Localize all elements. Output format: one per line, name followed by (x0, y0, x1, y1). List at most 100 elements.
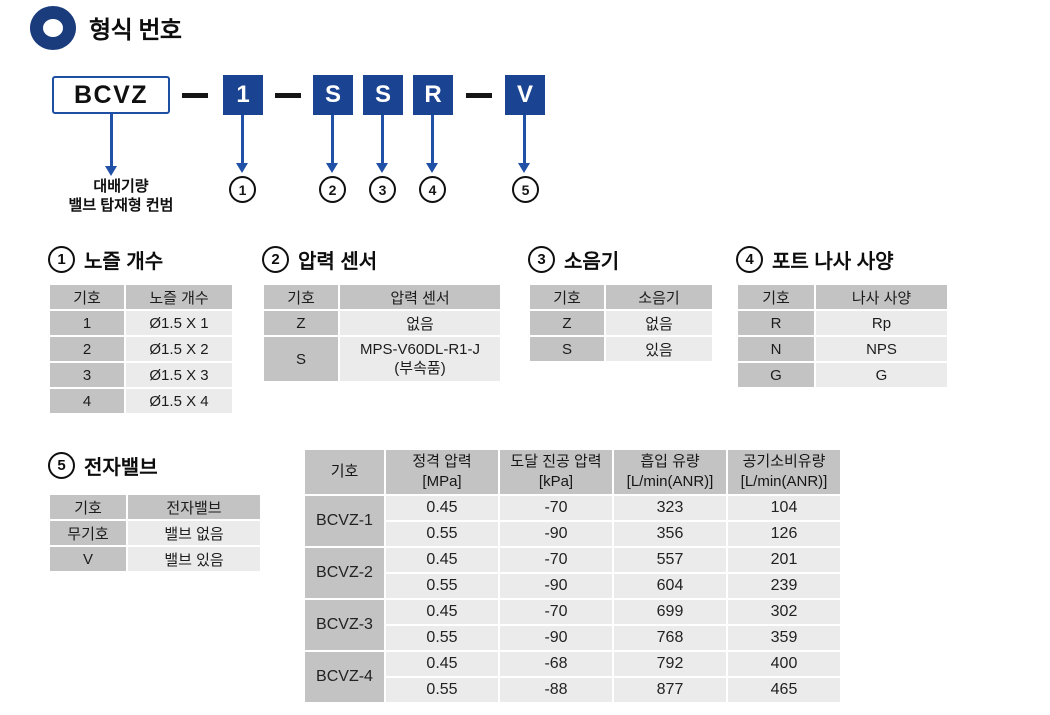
nozzle-count-table: 기호 노즐 개수 1 Ø1.5 X 1 2 Ø1.5 X 2 3 Ø1.5 X … (48, 283, 234, 415)
dash-separator (466, 93, 492, 98)
section-pressure-sensor: 2 압력 센서 기호 압력 센서 Z 없음 S MPS-V60DL-R1-J (… (262, 245, 502, 383)
page-title: 형식 번호 (89, 17, 182, 44)
arrow-down-icon (105, 166, 117, 176)
table-row: 무기호 밸브 없음 (50, 521, 260, 545)
value-cell: 0.45 (386, 652, 498, 676)
model-segment-3: S (363, 75, 403, 115)
column-header: 정격 압력 [MPa] (386, 450, 498, 494)
table-row: 0.55 -90 356 126 (305, 522, 840, 546)
symbol-cell: S (264, 337, 338, 381)
silencer-table: 기호 소음기 Z 없음 S 있음 (528, 283, 714, 363)
value-cell: 877 (614, 678, 726, 702)
table-row: 3 Ø1.5 X 3 (50, 363, 232, 387)
value-cell: 0.55 (386, 626, 498, 650)
section-solenoid-valve: 5 전자밸브 기호 전자밸브 무기호 밸브 없음 V 밸브 있음 (48, 451, 262, 573)
column-header: 노즐 개수 (126, 285, 232, 309)
column-header: 도달 진공 압력 [kPa] (500, 450, 612, 494)
callout-4: 4 (419, 176, 446, 203)
value-cell: -70 (500, 600, 612, 624)
callout-5: 5 (512, 176, 539, 203)
value-cell: Ø1.5 X 2 (126, 337, 232, 361)
ring-icon (30, 6, 76, 50)
table-row: V 밸브 있음 (50, 547, 260, 571)
value-cell: 있음 (606, 337, 712, 361)
base-caption: 대배기량 밸브 탑재형 컨범 (68, 178, 174, 214)
table-row: 4 Ø1.5 X 4 (50, 389, 232, 413)
symbol-cell: N (738, 337, 814, 361)
symbol-cell: 2 (50, 337, 124, 361)
arrow-down-icon (518, 163, 530, 173)
value-cell: 557 (614, 548, 726, 572)
dash-separator (182, 93, 208, 98)
value-cell: 699 (614, 600, 726, 624)
value-cell: 0.45 (386, 548, 498, 572)
solenoid-valve-table: 기호 전자밸브 무기호 밸브 없음 V 밸브 있음 (48, 493, 262, 573)
value-cell: NPS (816, 337, 947, 361)
circled-number-icon: 1 (48, 246, 75, 273)
column-header: 기호 (530, 285, 604, 309)
table-row: Z 없음 (264, 311, 500, 335)
value-cell: 없음 (340, 311, 500, 335)
circled-number-icon: 5 (48, 452, 75, 479)
table-row: 1 Ø1.5 X 1 (50, 311, 232, 335)
symbol-cell: 3 (50, 363, 124, 387)
value-cell: 없음 (606, 311, 712, 335)
table-row: S 있음 (530, 337, 712, 361)
section-port-thread: 4 포트 나사 사양 기호 나사 사양 R Rp N NPS G G (736, 245, 949, 389)
circled-number-icon: 4 (736, 246, 763, 273)
section-title: 4 포트 나사 사양 (736, 245, 949, 274)
section-silencer: 3 소음기 기호 소음기 Z 없음 S 있음 (528, 245, 714, 363)
value-cell: -70 (500, 548, 612, 572)
value-cell: Ø1.5 X 3 (126, 363, 232, 387)
column-header: 공기소비유량 [L/min(ANR)] (728, 450, 840, 494)
arrow-line (241, 115, 244, 163)
value-cell: 359 (728, 626, 840, 650)
value-cell: Rp (816, 311, 947, 335)
value-cell: Ø1.5 X 1 (126, 311, 232, 335)
column-header: 기호 (305, 450, 384, 494)
value-cell: 0.55 (386, 678, 498, 702)
symbol-cell: Z (264, 311, 338, 335)
model-base-box: BCVZ (52, 76, 170, 114)
value-cell: 302 (728, 600, 840, 624)
value-cell: 0.55 (386, 574, 498, 598)
table-row: BCVZ-3 0.45 -70 699 302 (305, 600, 840, 650)
table-row: BCVZ-4 0.45 -68 792 400 (305, 652, 840, 702)
section-nozzle-count: 1 노즐 개수 기호 노즐 개수 1 Ø1.5 X 1 2 Ø1.5 X 2 3… (48, 245, 234, 415)
model-segment-2: S (313, 75, 353, 115)
value-cell: -68 (500, 652, 612, 676)
symbol-cell: 1 (50, 311, 124, 335)
section-title: 2 압력 센서 (262, 245, 502, 274)
symbol-cell: V (50, 547, 126, 571)
callout-2: 2 (319, 176, 346, 203)
symbol-cell: Z (530, 311, 604, 335)
arrow-down-icon (426, 163, 438, 173)
table-row: 0.55 -90 604 239 (305, 574, 840, 598)
arrow-line (381, 115, 384, 163)
model-cell: BCVZ-2 (305, 548, 384, 598)
section-title-label: 소음기 (564, 251, 620, 273)
column-header: 소음기 (606, 285, 712, 309)
spec-header-row: 기호 정격 압력 [MPa] 도달 진공 압력 [kPa] 흡입 유량 [L/m… (305, 450, 840, 494)
column-header: 기호 (50, 495, 126, 519)
port-thread-table: 기호 나사 사양 R Rp N NPS G G (736, 283, 949, 389)
table-row: 2 Ø1.5 X 2 (50, 337, 232, 361)
table-row: 0.55 -90 768 359 (305, 626, 840, 650)
value-cell: 201 (728, 548, 840, 572)
value-cell: 604 (614, 574, 726, 598)
value-cell: Ø1.5 X 4 (126, 389, 232, 413)
value-cell: 0.55 (386, 522, 498, 546)
value-cell: 밸브 없음 (128, 521, 260, 545)
arrow-down-icon (326, 163, 338, 173)
table-row: G G (738, 363, 947, 387)
value-cell: -90 (500, 574, 612, 598)
value-cell: 323 (614, 496, 726, 520)
dash-separator (275, 93, 301, 98)
arrow-down-icon (236, 163, 248, 173)
section-title-label: 전자밸브 (84, 457, 158, 479)
section-title: 1 노즐 개수 (48, 245, 234, 274)
value-cell: -90 (500, 522, 612, 546)
model-cell: BCVZ-3 (305, 600, 384, 650)
column-header: 기호 (738, 285, 814, 309)
arrow-line (431, 115, 434, 163)
